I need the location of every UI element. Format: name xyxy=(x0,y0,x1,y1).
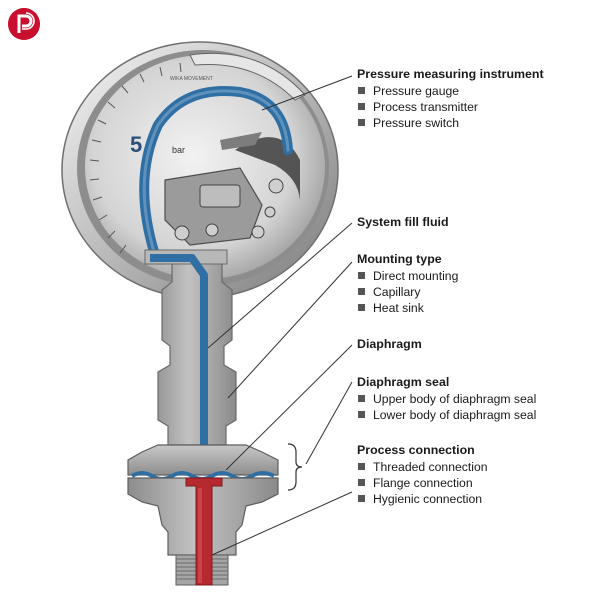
square-bullet-icon xyxy=(358,119,365,126)
process-connection-brace xyxy=(287,443,303,491)
list-item: Flange connection xyxy=(357,475,488,491)
square-bullet-icon xyxy=(358,288,365,295)
label-system-fill-fluid: System fill fluid xyxy=(357,214,449,230)
list-item-text: Threaded connection xyxy=(373,460,488,474)
label-item-list: Direct mounting Capillary Heat sink xyxy=(357,268,458,316)
list-item-text: Upper body of diaphragm seal xyxy=(373,392,537,406)
brand-logo xyxy=(8,8,40,40)
dial-scale xyxy=(89,62,182,254)
label-process-connection: Process connection Threaded connection F… xyxy=(357,442,488,507)
label-diaphragm-seal: Diaphragm seal Upper body of diaphragm s… xyxy=(357,374,536,423)
list-item: Process transmitter xyxy=(357,99,544,115)
list-item: Heat sink xyxy=(357,300,458,316)
label-item-list: Upper body of diaphragm seal Lower body … xyxy=(357,391,536,423)
label-pressure-instrument: Pressure measuring instrument Pressure g… xyxy=(357,66,544,131)
list-item-text: Hygienic connection xyxy=(373,492,483,506)
label-item-list: Threaded connection Flange connection Hy… xyxy=(357,459,488,507)
label-title: Diaphragm xyxy=(357,337,422,351)
label-mounting-type: Mounting type Direct mounting Capillary … xyxy=(357,251,458,316)
square-bullet-icon xyxy=(358,103,365,110)
list-item-text: Process transmitter xyxy=(373,100,478,114)
leader-line-diaphragm-seal xyxy=(305,381,353,465)
leader-line-diaphragm xyxy=(225,344,353,471)
square-bullet-icon xyxy=(358,395,365,402)
list-item: Pressure gauge xyxy=(357,83,544,99)
dial-brand-text: WIKA MOVEMENT xyxy=(170,76,213,82)
diaphragm-seal-upper-body xyxy=(127,444,279,476)
leader-line-fill-fluid xyxy=(207,222,353,349)
leader-line-mounting xyxy=(227,261,353,399)
list-item: Hygienic connection xyxy=(357,491,488,507)
label-title: System fill fluid xyxy=(357,215,449,229)
list-item: Lower body of diaphragm seal xyxy=(357,407,536,423)
square-bullet-icon xyxy=(358,87,365,94)
logo-mark-icon xyxy=(8,8,40,40)
process-media-channel xyxy=(185,477,223,586)
leader-line-process-connection xyxy=(211,491,353,556)
list-item-text: Lower body of diaphragm seal xyxy=(373,408,537,422)
list-item: Upper body of diaphragm seal xyxy=(357,391,536,407)
fill-fluid-channel xyxy=(150,254,208,460)
list-item-text: Capillary xyxy=(373,285,421,299)
square-bullet-icon xyxy=(358,411,365,418)
list-item-text: Pressure switch xyxy=(373,116,460,130)
label-item-list: Pressure gauge Process transmitter Press… xyxy=(357,83,544,131)
square-bullet-icon xyxy=(358,272,365,279)
list-item: Threaded connection xyxy=(357,459,488,475)
label-title: Diaphragm seal xyxy=(357,375,450,389)
label-title: Mounting type xyxy=(357,252,442,266)
list-item: Pressure switch xyxy=(357,115,544,131)
list-item: Capillary xyxy=(357,284,458,300)
label-diaphragm: Diaphragm xyxy=(357,336,422,352)
list-item-text: Heat sink xyxy=(373,301,424,315)
leader-line-instrument xyxy=(261,75,353,111)
dial-unit: bar xyxy=(172,145,185,155)
list-item-text: Flange connection xyxy=(373,476,473,490)
gauge-movement xyxy=(164,132,300,246)
label-title: Process connection xyxy=(357,443,475,457)
label-title: Pressure measuring instrument xyxy=(357,67,544,81)
dial-number: 5 xyxy=(130,132,142,157)
square-bullet-icon xyxy=(358,495,365,502)
leader-lines xyxy=(207,75,353,556)
square-bullet-icon xyxy=(358,479,365,486)
square-bullet-icon xyxy=(358,463,365,470)
list-item: Direct mounting xyxy=(357,268,458,284)
list-item-text: Pressure gauge xyxy=(373,84,460,98)
list-item-text: Direct mounting xyxy=(373,269,459,283)
square-bullet-icon xyxy=(358,304,365,311)
